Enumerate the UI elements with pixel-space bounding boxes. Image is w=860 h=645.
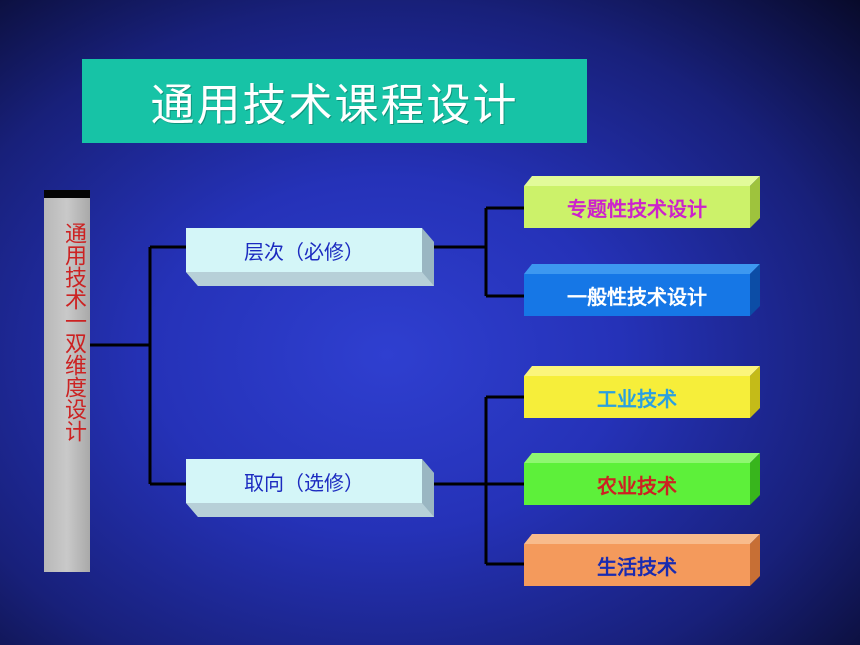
leaf-node-industrial-shape: [524, 366, 760, 418]
leaf-label-daily-life: 生活技术: [597, 554, 677, 579]
page-title: 通用技术课程设计: [150, 80, 519, 131]
leaf-label-special-design: 专题性技术设计: [567, 196, 707, 221]
branch-node-elective-shape: [186, 459, 434, 517]
branch-node-required: 层次（必修）: [186, 228, 434, 286]
leaf-node-agricultural-shape: [524, 453, 760, 505]
leaf-label-industrial: 工业技术: [597, 386, 677, 411]
leaf-node-daily-life: 生活技术: [524, 534, 760, 586]
leaf-node-agricultural: 农业技术: [524, 453, 760, 505]
leaf-node-daily-life-shape: [524, 534, 760, 586]
leaf-node-general-design: 一般性技术设计: [524, 264, 760, 316]
branch-label-required: 层次（必修）: [244, 239, 364, 264]
title-banner: 通用技术课程设计: [82, 59, 587, 143]
leaf-node-special-design: 专题性技术设计: [524, 176, 760, 228]
branch-node-required-shape: [186, 228, 434, 286]
branch-label-elective: 取向（选修）: [244, 470, 364, 495]
branch-node-elective: 取向（选修）: [186, 459, 434, 517]
root-label: 通用技术一双维度设计: [61, 222, 86, 442]
leaf-label-agricultural: 农业技术: [597, 473, 677, 498]
root-node: 通用技术一双维度设计: [44, 190, 90, 572]
leaf-node-general-design-shape: [524, 264, 760, 316]
leaf-node-special-design-shape: [524, 176, 760, 228]
leaf-node-industrial: 工业技术: [524, 366, 760, 418]
leaf-label-general-design: 一般性技术设计: [567, 284, 707, 309]
